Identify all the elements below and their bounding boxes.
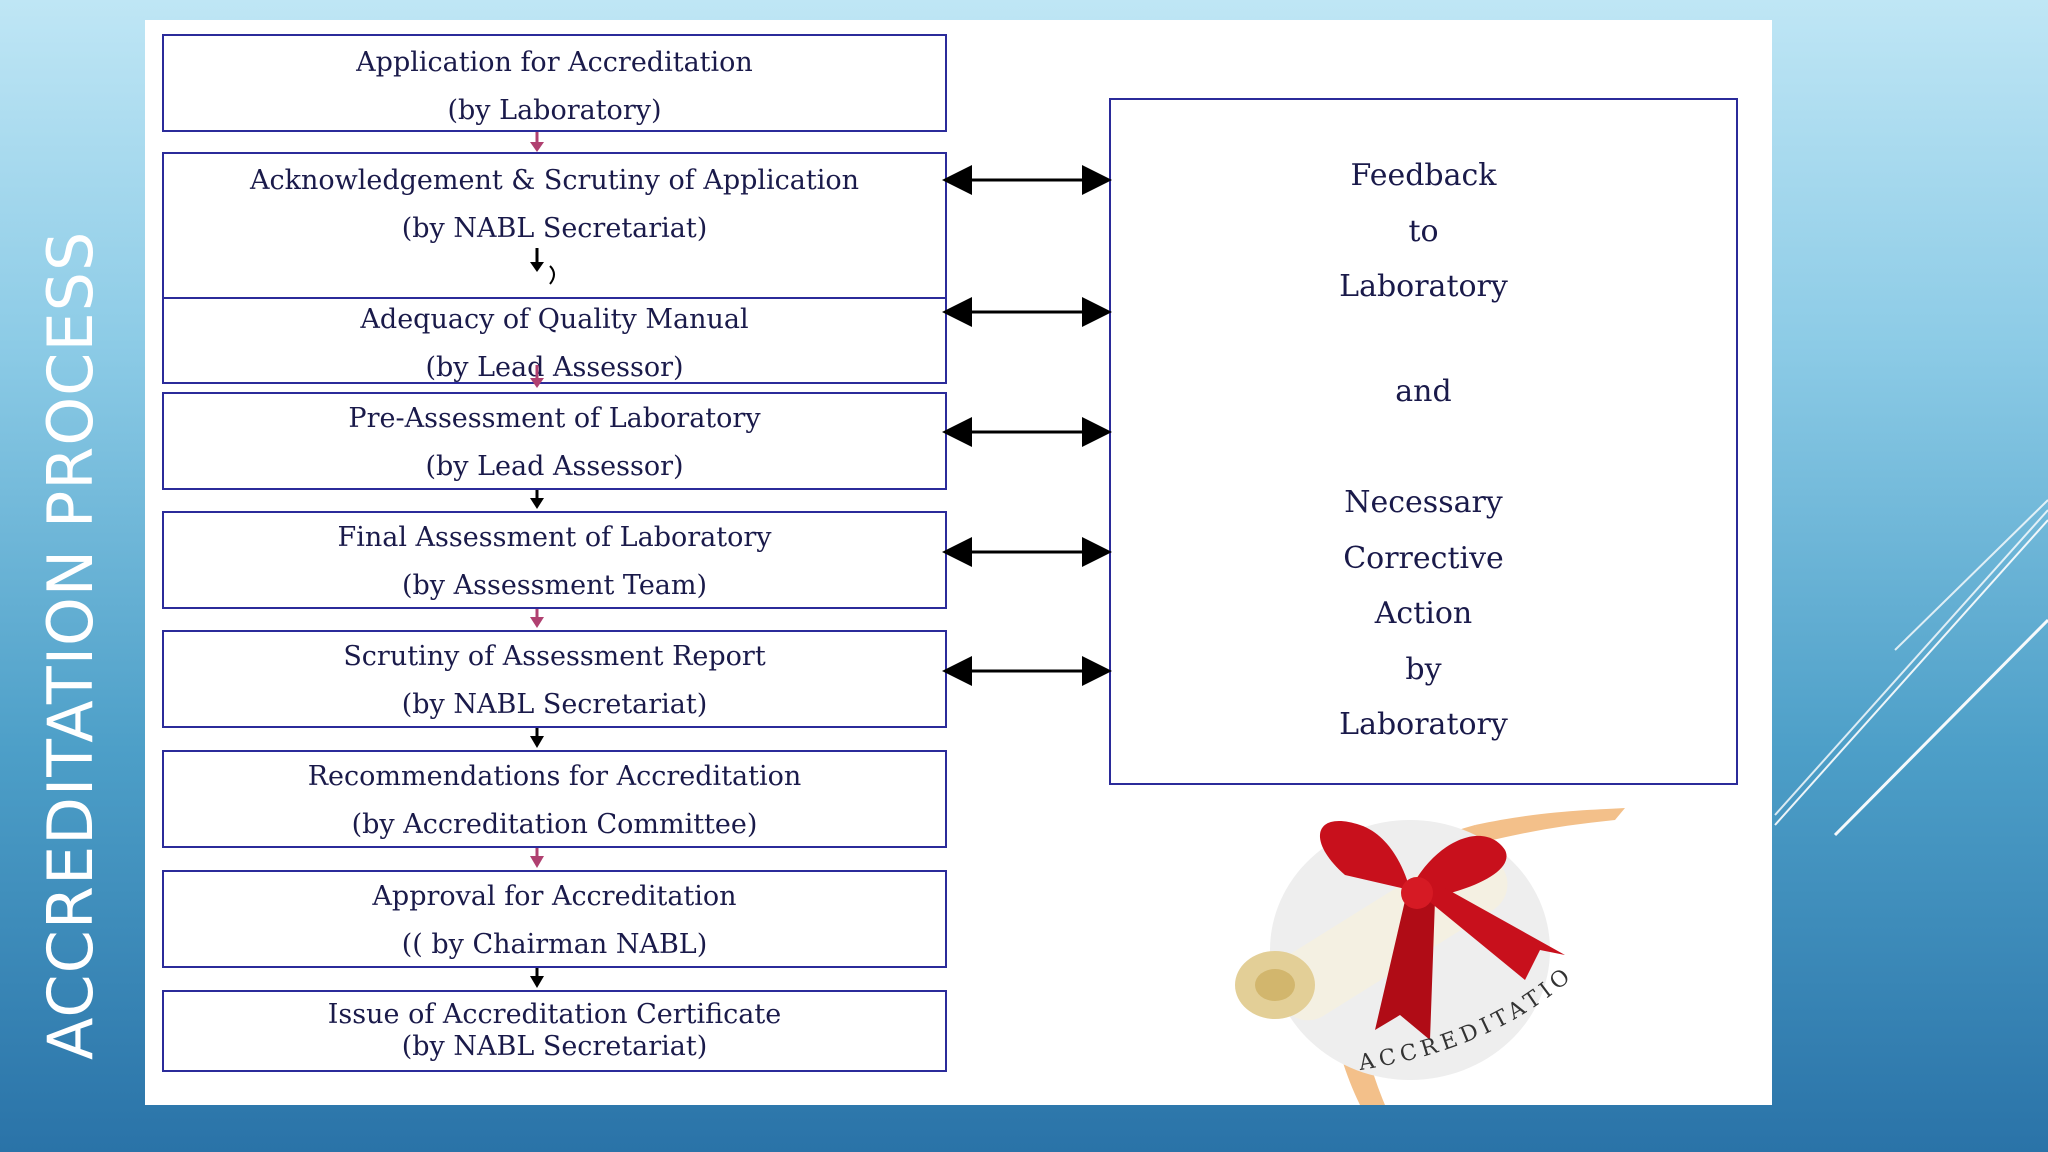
flow-arrow (530, 609, 544, 628)
step-actor: (by Accreditation Committee) (351, 809, 758, 840)
feedback-line: Necessary (1344, 485, 1503, 520)
step-acknowledgement: Acknowledgement & Scrutiny of Applicatio… (162, 152, 947, 307)
step-actor: (by Assessment Team) (401, 570, 708, 601)
step-title: Final Assessment of Laboratory (337, 522, 772, 553)
step-title: Adequacy of Quality Manual (360, 304, 749, 335)
step-actor: (by Lead Assessor) (425, 451, 684, 482)
feedback-line: Laboratory (1339, 269, 1508, 304)
feedback-line: to (1408, 214, 1439, 249)
diagram-card: Application for Accreditation (by Labora… (145, 20, 1772, 1105)
step-approval: Approval for Accreditation (( by Chairma… (162, 870, 947, 968)
step-application: Application for Accreditation (by Labora… (162, 34, 947, 132)
step-recommendations: Recommendations for Accreditation (by Ac… (162, 750, 947, 848)
step-actor: (( by Chairman NABL) (401, 929, 708, 960)
step-report-scrutiny: Scrutiny of Assessment Report (by NABL S… (162, 630, 947, 728)
feedback-line: Feedback (1350, 158, 1497, 193)
feedback-line: Action (1374, 596, 1473, 631)
step-title: Recommendations for Accreditation (307, 761, 802, 792)
feedback-line: and (1395, 374, 1452, 409)
step-final-assessment: Final Assessment of Laboratory (by Asses… (162, 511, 947, 609)
step-actor: (by NABL Secretariat) (401, 689, 708, 720)
step-actor: (by NABL Secretariat) (401, 213, 708, 244)
step-actor: (by Lead Assessor) (425, 352, 684, 383)
step-title: Scrutiny of Assessment Report (343, 641, 766, 672)
step-actor: (by Laboratory) (447, 95, 662, 126)
step-title: Issue of Accreditation Certificate (327, 999, 782, 1030)
feedback-line: Laboratory (1339, 707, 1508, 742)
feedback-line: Corrective (1343, 541, 1504, 576)
flow-arrow (530, 132, 544, 152)
flow-arrow (530, 848, 544, 868)
step-title: Application for Accreditation (356, 47, 753, 78)
feedback-line: by (1405, 652, 1442, 687)
feedback-box: Feedback to Laboratory and Necessary Cor… (1109, 98, 1738, 785)
flow-arrow (530, 728, 544, 748)
step-certificate-issue: Issue of Accreditation Certificate (by N… (162, 990, 947, 1072)
step-quality-manual: Adequacy of Quality Manual (by Lead Asse… (162, 297, 947, 384)
step-pre-assessment: Pre-Assessment of Laboratory (by Lead As… (162, 392, 947, 490)
slide-title: ACCREDITATION PROCESS (34, 230, 107, 1060)
step-title: Acknowledgement & Scrutiny of Applicatio… (249, 165, 860, 196)
step-title: Approval for Accreditation (372, 881, 737, 912)
step-title: Pre-Assessment of Laboratory (348, 403, 761, 434)
flow-arrow (530, 968, 544, 988)
flow-arrow (530, 490, 544, 509)
step-actor: (by NABL Secretariat) (401, 1031, 708, 1062)
